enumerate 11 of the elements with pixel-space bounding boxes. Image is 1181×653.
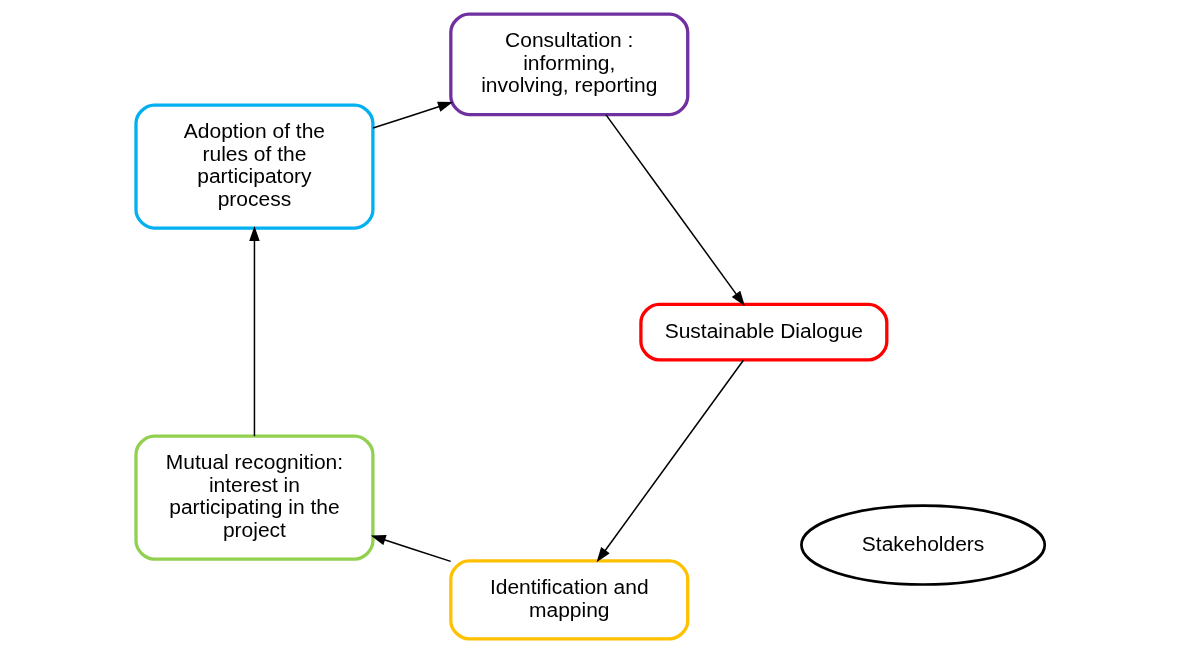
arrow: [605, 113, 745, 306]
arrow: [370, 535, 452, 563]
arrow: [596, 359, 745, 563]
node-box: Identification and mapping: [449, 559, 690, 641]
arrow: [372, 101, 453, 129]
node-ellipse: Stakeholders: [800, 504, 1047, 586]
node-box: Sustainable Dialogue: [639, 302, 889, 362]
node-box: Consultation : informing, involving, reporting: [449, 12, 690, 117]
arrow: [249, 226, 260, 437]
node-box: Adoption of the rules of the participatory process: [134, 103, 375, 230]
node-box: Mutual recognition: interest in participating in the project: [134, 434, 375, 561]
